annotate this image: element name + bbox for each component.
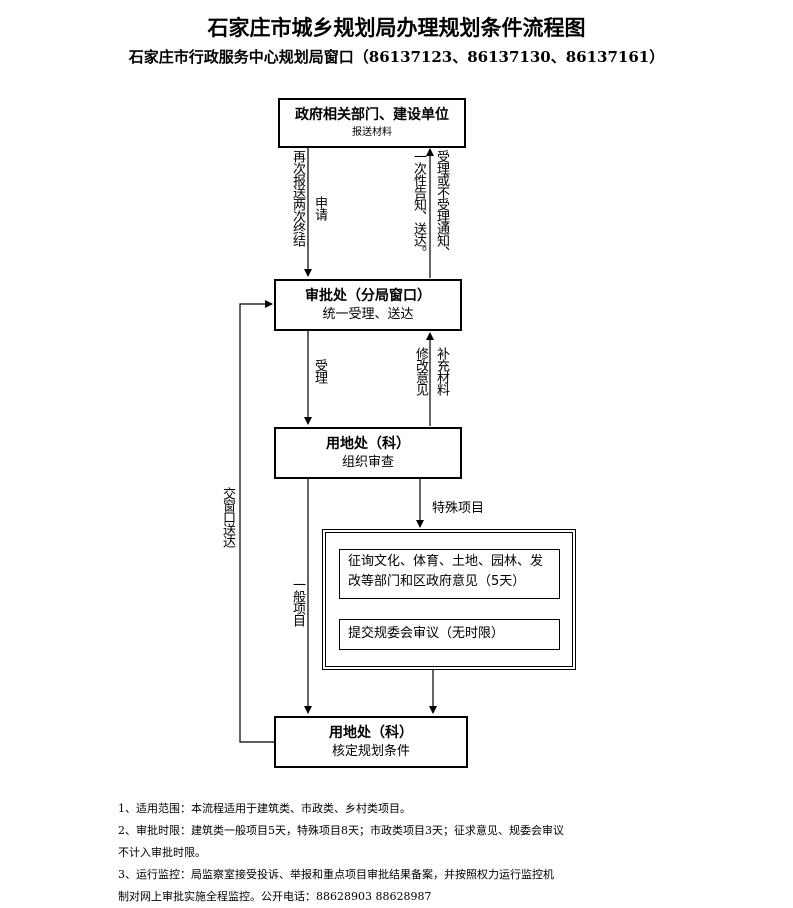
node-gov-title: 政府相关部门、建设单位: [295, 107, 449, 123]
edge-label-accept-notice: 受理或不受理通知、: [434, 150, 449, 258]
node-approval-title: 审批处（分局窗口）: [305, 288, 431, 304]
edge-label-resubmit: 再次报送两次终结: [290, 150, 305, 246]
note-line: 3、运行监控：局监察室接受投诉、举报和重点项目审批结果备案，并按照权力运行监控机: [118, 868, 554, 881]
node-approval-sub: 统一受理、送达: [322, 307, 414, 322]
node-gov: 政府相关部门、建设单位 报送材料: [278, 98, 466, 148]
edge-label-supplement: 补充材料: [434, 347, 449, 395]
edge-label-window: 交窗口送达: [220, 487, 235, 547]
arrow-window-loop: [239, 300, 274, 743]
special-committee-box: 提交规委会审议（无时限）: [339, 619, 560, 650]
node-land-review-title: 用地处（科）: [326, 436, 410, 452]
special-project-box: [322, 529, 576, 670]
edge-label-notify-once: 一次性告知、送达。: [411, 150, 426, 258]
edge-label-apply: 申请: [312, 196, 327, 220]
edge-label-general: 一般项目: [290, 578, 305, 626]
edge-label-special: 特殊项目: [432, 501, 485, 516]
node-gov-sub: 报送材料: [352, 127, 392, 138]
note-line: 2、审批时限：建筑类一般项目5天，特殊项目8天；市政类项目3天；征求意见、规委会…: [118, 824, 564, 837]
node-land-verify-sub: 核定规划条件: [331, 744, 410, 759]
page-subtitle: 石家庄市行政服务中心规划局窗口（86137123、86137130、861371…: [128, 48, 665, 66]
edge-label-accept: 受理: [312, 359, 327, 383]
node-land-verify: 用地处（科） 核定规划条件: [274, 716, 468, 768]
note-line: 1、适用范围：本流程适用于建筑类、市政类、乡村类项目。: [118, 802, 411, 815]
page-title: 石家庄市城乡规划局办理规划条件流程图: [207, 15, 586, 40]
note-line: 不计入审批时限。: [118, 846, 206, 859]
special-consult-box: 征询文化、体育、土地、园林、发改等部门和区政府意见（5天）: [339, 549, 560, 599]
notes: 1、适用范围：本流程适用于建筑类、市政类、乡村类项目。 2、审批时限：建筑类一般…: [118, 798, 718, 908]
node-land-verify-title: 用地处（科）: [329, 725, 413, 741]
edge-label-revise: 修改意见: [413, 347, 428, 395]
node-land-review: 用地处（科） 组织审查: [274, 427, 462, 479]
node-approval: 审批处（分局窗口） 统一受理、送达: [274, 279, 462, 331]
note-line: 制对网上审批实施全程监控。公开电话：88628903 88628987: [118, 890, 432, 903]
node-land-review-sub: 组织审查: [341, 455, 394, 470]
